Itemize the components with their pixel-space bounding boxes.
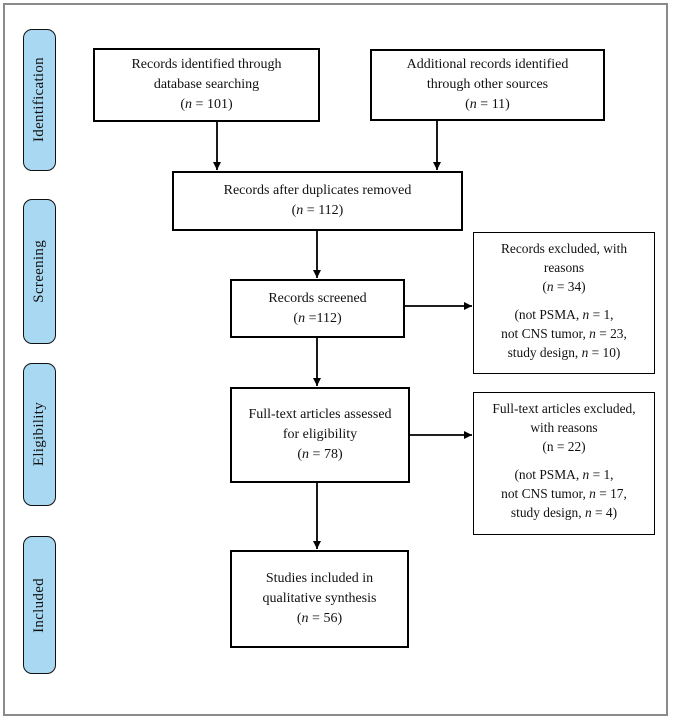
stage-label-text: Identification [31,57,47,143]
box-text: Records screened(n =112) [268,290,367,326]
stage-label-text: Screening [31,240,47,303]
stage-label-eligibility: Eligibility [23,363,56,506]
figure-frame [3,3,668,716]
box-duplicates-removed: Records after duplicates removed(n = 112… [172,171,463,231]
box-text: Records after duplicates removed(n = 112… [223,183,412,218]
stage-label-included: Included [23,536,56,674]
stage-label-text: Included [31,577,47,633]
stage-label-screening: Screening [23,199,56,344]
stage-label-identification: Identification [23,29,56,171]
stage-label-text: Eligibility [31,402,47,467]
box-text: Full-text articles excluded,with reasons… [492,401,636,454]
box-exclusion-reasons: (not PSMA, n = 1,not CNS tumor, n = 17,s… [501,467,627,520]
box-exclusion-reasons: (not PSMA, n = 1,not CNS tumor, n = 23,s… [501,307,627,360]
box-fulltext-excluded: Full-text articles excluded,with reasons… [473,392,655,535]
box-records-screened: Records screened(n =112) [230,279,405,338]
